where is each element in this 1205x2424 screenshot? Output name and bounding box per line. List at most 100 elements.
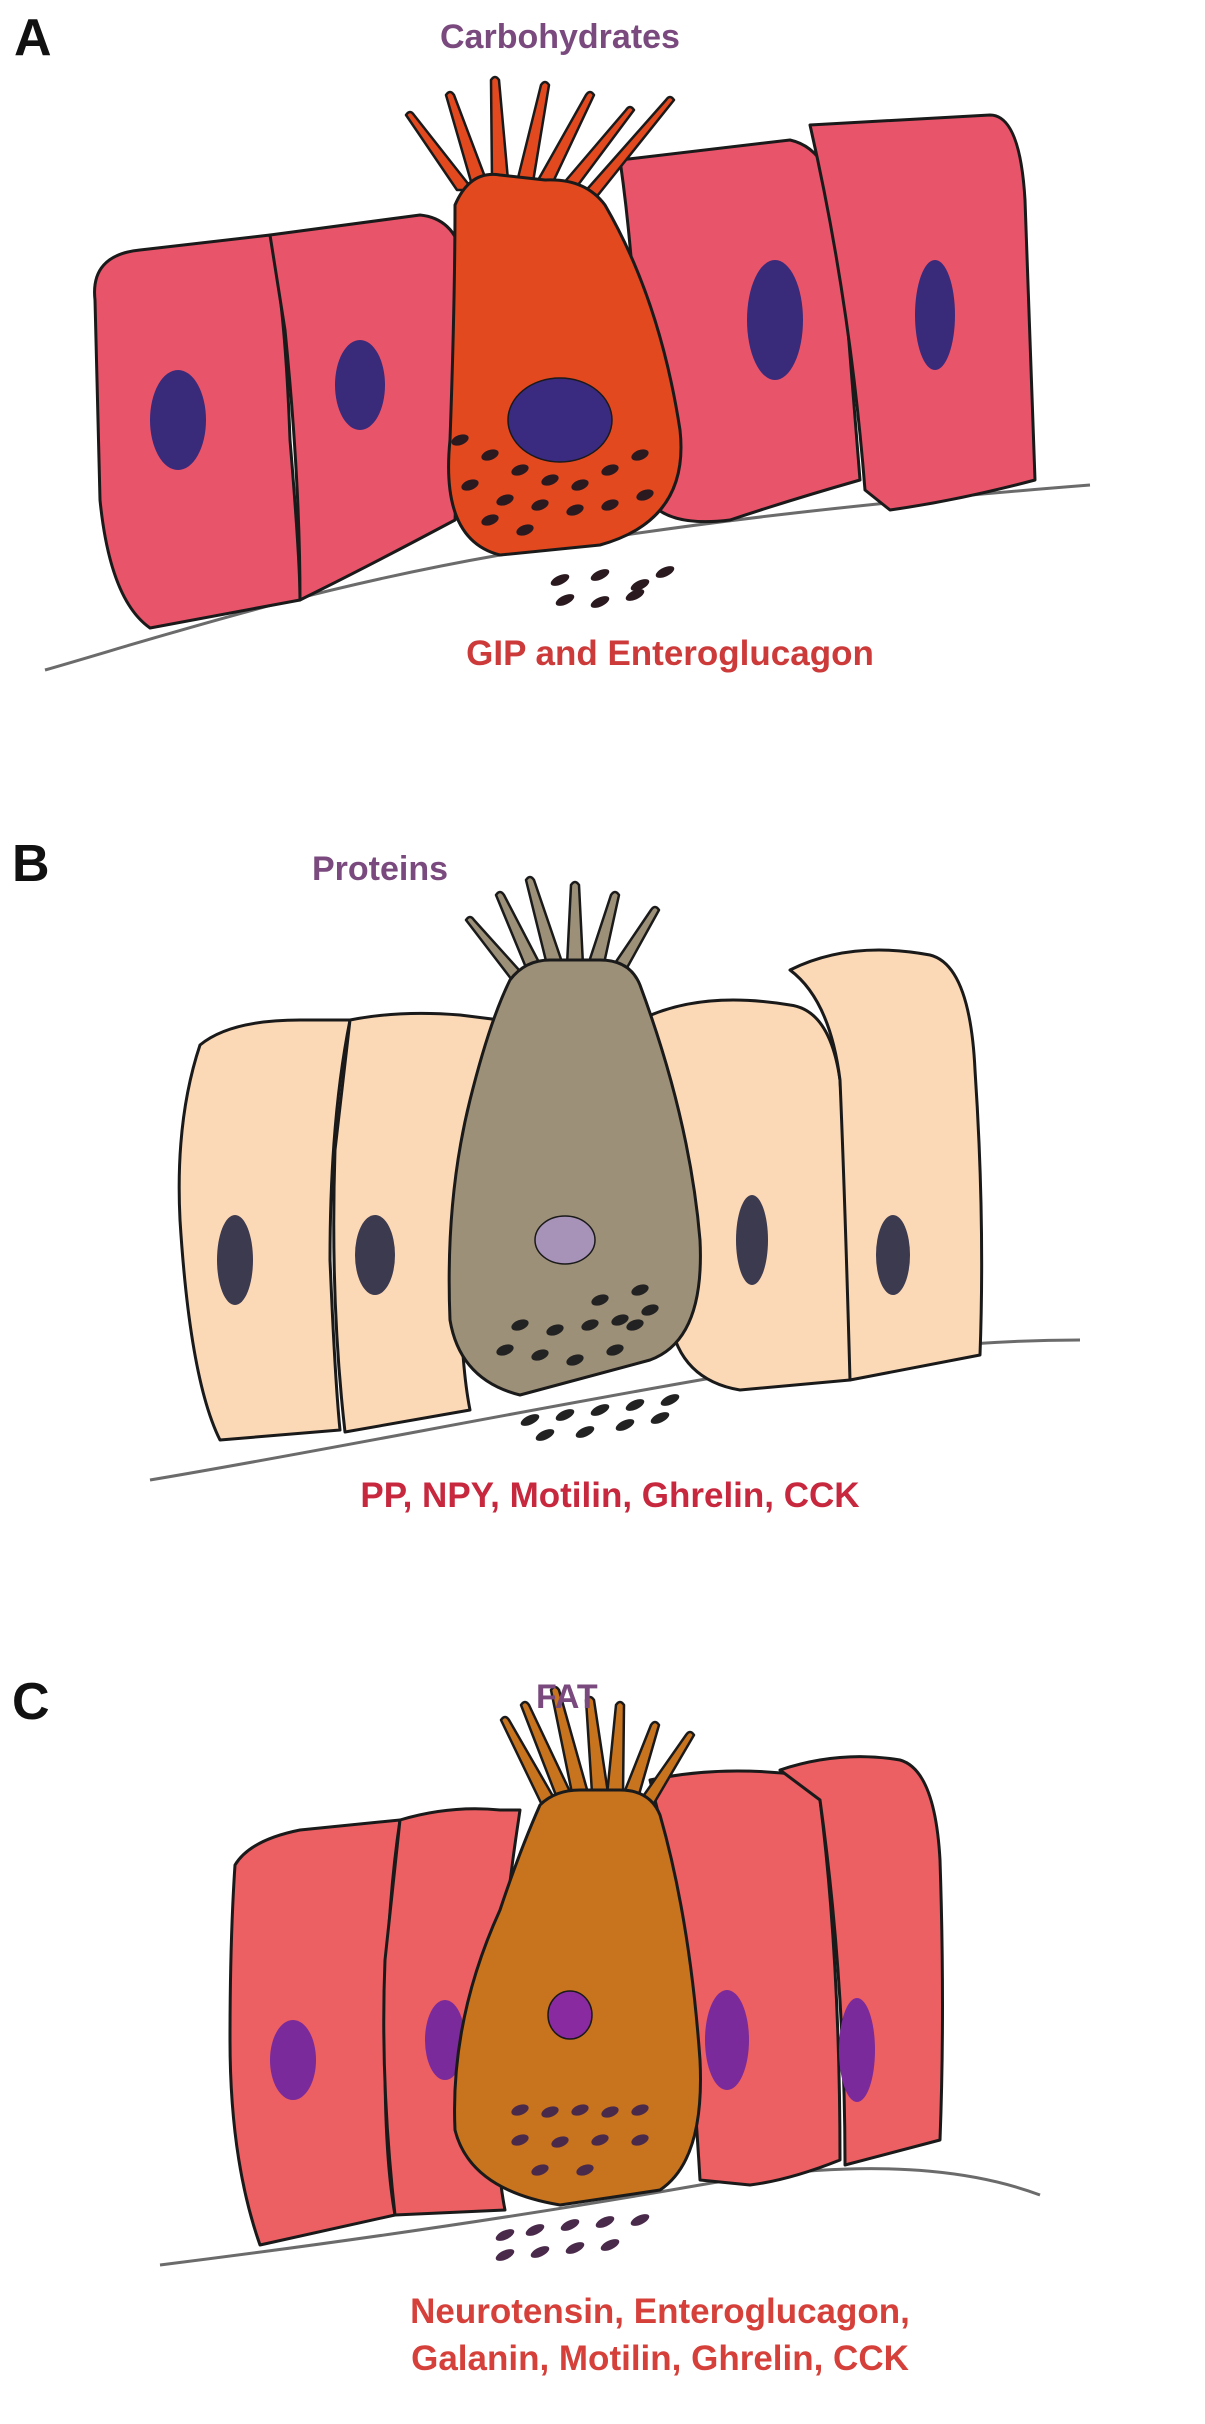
secretory-granule — [636, 489, 654, 501]
microvillus — [580, 95, 676, 197]
secreted-hormone-granule — [495, 2249, 515, 2261]
secreted-hormone-granule — [495, 2229, 515, 2241]
epithelial-cell — [778, 1755, 944, 2167]
secretory-granule — [511, 1319, 529, 1331]
secreted-hormone-granule — [560, 2219, 580, 2231]
basement-membrane — [149, 1338, 1081, 1482]
secreted-hormone-granule — [550, 574, 570, 586]
nutrient-label: FAT — [536, 1678, 598, 1716]
secreted-hormone-granule — [590, 596, 610, 608]
secreted-hormone-granule — [555, 1409, 575, 1421]
cell-nucleus — [839, 1998, 875, 2102]
secreted-hormone-granule — [625, 589, 645, 601]
panel-letter: A — [14, 9, 52, 67]
secreted-hormone-granule — [575, 1426, 595, 1438]
panel-letter: C — [12, 1673, 50, 1731]
secretory-granule — [571, 2104, 589, 2116]
secretory-granule — [551, 2136, 569, 2148]
enteroendocrine-cell — [447, 172, 683, 557]
secretory-granule — [516, 524, 534, 536]
microvillus — [620, 1720, 661, 1800]
microvillus — [584, 1695, 610, 1795]
hormone-line: GIP and Enteroglucagon — [466, 634, 874, 673]
secreted-hormone-granule — [660, 1394, 680, 1406]
microvillus — [444, 90, 490, 187]
secretory-granule — [581, 1319, 599, 1331]
cell-nucleus — [150, 370, 206, 470]
secretory-granule — [601, 464, 619, 476]
secretory-granule — [531, 499, 549, 511]
microvillus — [565, 880, 585, 967]
secretory-granule — [606, 1344, 624, 1356]
hormone-line: Neurotensin, Enteroglucagon, — [410, 2292, 910, 2331]
secreted-hormone-granule — [555, 594, 575, 606]
basement-membrane — [159, 2167, 1041, 2267]
secreted-hormone-granule — [600, 2239, 620, 2251]
secretory-granule — [541, 474, 559, 486]
hormone-list: GIP and Enteroglucagon — [300, 630, 1040, 677]
secreted-hormone-granule — [590, 569, 610, 581]
secretory-granule — [531, 1349, 549, 1361]
secretory-granule — [481, 514, 499, 526]
secreted-hormone-granule — [625, 1399, 645, 1411]
secreted-hormone-granule — [650, 1412, 670, 1424]
secreted-hormone-granule — [595, 2216, 615, 2228]
epithelial-cell — [788, 948, 984, 1382]
secretory-granule — [591, 1294, 609, 1306]
secretory-granule — [566, 504, 584, 516]
cell-nucleus — [915, 260, 955, 370]
secreted-hormone-granule — [530, 2246, 550, 2258]
secreted-hormone-granule — [565, 2242, 585, 2254]
secretory-granule — [566, 1354, 584, 1366]
secreted-hormone-granule — [615, 1419, 635, 1431]
cell-nucleus — [876, 1215, 910, 1295]
secreted-hormone-granule — [525, 2224, 545, 2236]
microvillus — [524, 875, 565, 967]
panel-c: C FAT Neurotensin, Enteroglucagon, Galan… — [0, 1660, 1205, 2424]
cell-nucleus — [425, 2000, 465, 2080]
microvillus — [404, 110, 475, 192]
epithelium-illustration-b — [149, 875, 1081, 1482]
cell-nucleus — [335, 340, 385, 430]
panel-a: A Carbohydrates GIP and Enteroglucagon — [0, 0, 1205, 760]
secretory-granule — [531, 2164, 549, 2176]
secretory-granule — [601, 2106, 619, 2118]
secretory-granule — [631, 2134, 649, 2146]
microvillus — [494, 890, 545, 972]
secretory-granule — [541, 2106, 559, 2118]
secreted-hormone-granule — [630, 2214, 650, 2226]
secreted-hormone-granule — [630, 579, 650, 591]
secreted-hormone-granule — [590, 1404, 610, 1416]
hormone-line: PP, NPY, Motilin, Ghrelin, CCK — [360, 1476, 860, 1515]
microvillus — [635, 1730, 696, 1807]
microvillus — [464, 915, 530, 982]
endocrine-nucleus — [547, 1990, 593, 2040]
microvillus — [515, 80, 551, 184]
secretory-granule — [611, 1314, 629, 1326]
cell-nucleus — [705, 1990, 749, 2090]
nutrient-label: Proteins — [312, 850, 449, 888]
secretory-granule — [631, 2104, 649, 2116]
secretory-granule — [571, 479, 589, 491]
secretory-granule — [496, 494, 514, 506]
secretory-granule — [511, 2104, 529, 2116]
epithelial-cell — [228, 1818, 402, 2247]
hormone-list: PP, NPY, Motilin, Ghrelin, CCK — [240, 1472, 980, 1519]
secretory-granule — [481, 449, 499, 461]
panel-letter: B — [12, 835, 50, 893]
microvillus — [605, 905, 661, 977]
nutrient-label: Carbohydrates — [440, 18, 680, 56]
secretory-granule — [631, 449, 649, 461]
hormone-line: Galanin, Motilin, Ghrelin, CCK — [411, 2339, 909, 2379]
secretory-granule — [631, 1284, 649, 1296]
secretory-granule — [451, 434, 469, 446]
epithelium-illustration-a — [44, 75, 1091, 672]
secretory-granule — [461, 479, 479, 491]
microvillus — [605, 1700, 626, 1797]
microvillus — [489, 75, 510, 182]
cell-nucleus — [355, 1215, 395, 1295]
cell-nucleus — [217, 1215, 253, 1305]
secretory-granule — [576, 2164, 594, 2176]
microvillus — [585, 890, 621, 970]
microvillus — [549, 1685, 590, 1795]
